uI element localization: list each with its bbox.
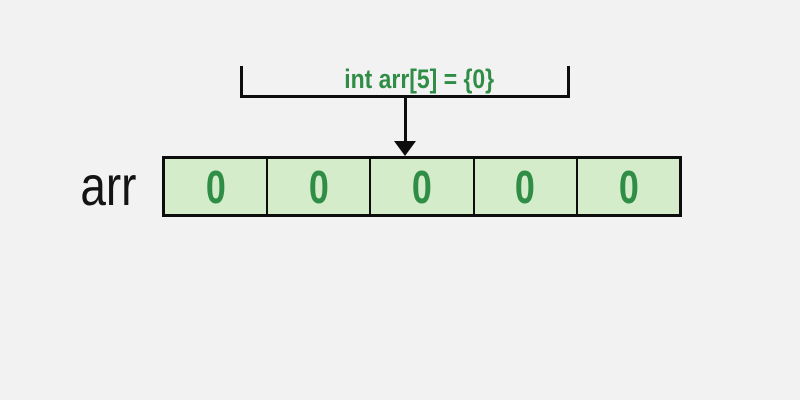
array-cell: 0 [266, 159, 370, 214]
array-cell: 0 [472, 159, 576, 214]
array-name-label: arr [79, 154, 136, 217]
cell-value: 0 [412, 160, 432, 213]
array-cell: 0 [165, 159, 267, 214]
array-row: 0 0 0 0 0 [162, 156, 682, 217]
arrow-line [404, 98, 407, 143]
array-cell: 0 [369, 159, 473, 214]
cell-value: 0 [618, 160, 639, 213]
array-cell: 0 [575, 159, 680, 214]
cell-value: 0 [205, 160, 226, 213]
arrow-head [394, 141, 416, 156]
cell-value: 0 [308, 160, 329, 213]
declaration-label: int arr[5] = {0} [344, 64, 494, 94]
cell-value: 0 [515, 160, 536, 213]
initializer-bracket: int arr[5] = {0} [240, 64, 570, 98]
